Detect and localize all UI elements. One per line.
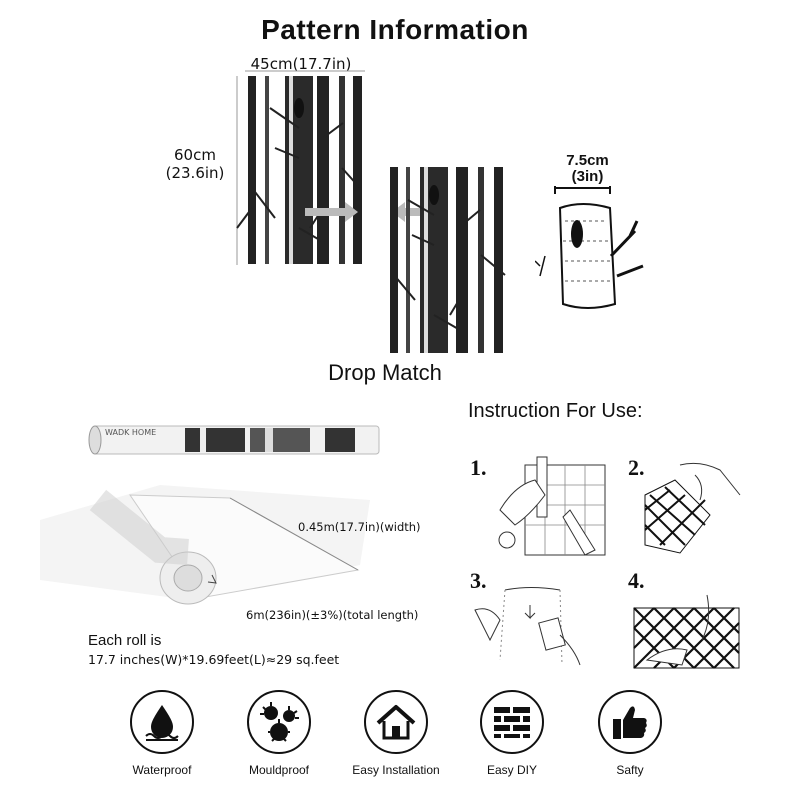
mould-icon xyxy=(260,702,299,742)
feature-badge xyxy=(598,690,662,754)
feature-badge xyxy=(130,690,194,754)
feature-label: Easy Installation xyxy=(352,763,440,777)
feature-safty: Safty xyxy=(575,690,685,777)
house-icon xyxy=(376,705,416,740)
step-3-number: 3. xyxy=(470,568,487,593)
feature-easy-installation: Easy Installation xyxy=(341,690,451,777)
feature-waterproof: Waterproof xyxy=(107,690,217,777)
thumbs-up-icon xyxy=(613,706,647,739)
brick-wall-icon xyxy=(494,707,530,738)
roll-brand: WADK HOME xyxy=(105,428,157,437)
feature-badge xyxy=(480,690,544,754)
feature-badge xyxy=(247,690,311,754)
step-3-illustration xyxy=(474,587,581,666)
feature-label: Easy DIY xyxy=(486,763,537,777)
step-2-illustration xyxy=(644,462,741,554)
each-roll-detail: 17.7 inches(W)*19.69feet(L)≈29 sq.feet xyxy=(88,652,340,667)
wallpaper-roll-image xyxy=(88,425,380,455)
feature-label: Safty xyxy=(616,763,644,777)
step-4-number: 4. xyxy=(628,568,645,593)
drop-match-label: Drop Match xyxy=(328,360,442,385)
page-title: Pattern Information xyxy=(261,14,529,45)
pattern-tile-birch xyxy=(236,70,365,265)
step-4-illustration xyxy=(633,594,740,669)
pattern-tile-dropped xyxy=(390,167,506,353)
step-2-number: 2. xyxy=(628,455,645,480)
step-1-number: 1. xyxy=(470,455,487,480)
birch-trunk-detail xyxy=(535,186,644,309)
pattern-height-in-label: (23.6in) xyxy=(165,164,225,182)
feature-label: Mouldproof xyxy=(248,763,310,777)
feature-mouldproof: Mouldproof xyxy=(224,690,334,777)
feature-easy-diy: Easy DIY xyxy=(457,690,567,777)
step-1-illustration xyxy=(498,456,606,556)
feature-label: Waterproof xyxy=(132,763,192,777)
roll-length-label: 6m(236in)(±3%)(total length) xyxy=(246,608,419,622)
drop-match-arrows xyxy=(305,202,445,222)
instructions-title: Instruction For Use: xyxy=(468,400,643,422)
feature-badge xyxy=(364,690,428,754)
unrolled-wallpaper-image xyxy=(40,485,370,605)
detail-width-in-label: (3in) xyxy=(571,168,604,185)
detail-width-cm-label: 7.5cm xyxy=(566,152,609,169)
each-roll-heading: Each roll is xyxy=(88,632,162,649)
pattern-width-label: 45cm(17.7in) xyxy=(250,55,352,73)
water-drop-icon xyxy=(145,705,179,741)
roll-width-label: 0.45m(17.7in)(width) xyxy=(298,520,421,534)
pattern-height-cm-label: 60cm xyxy=(174,146,216,164)
